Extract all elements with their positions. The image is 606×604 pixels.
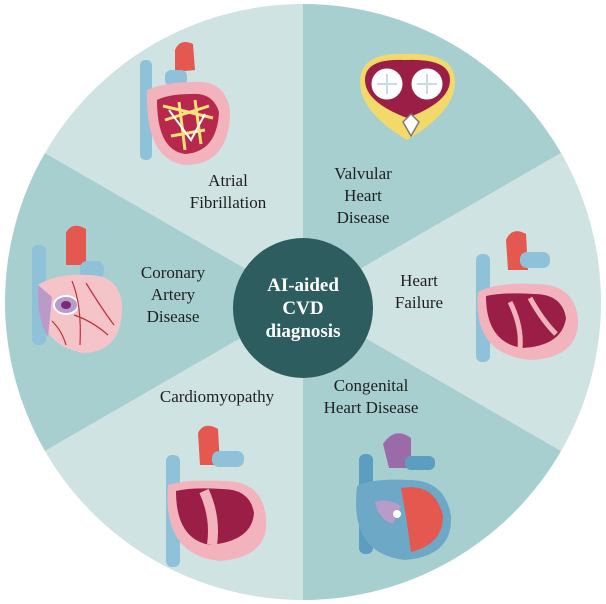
- heart-atrial-fibrillation-icon: [140, 42, 230, 165]
- label-heart-failure: Heart Failure: [394, 271, 444, 312]
- heart-cardiomyopathy-icon: [166, 425, 267, 567]
- label-cardiomyopathy: Cardiomyopathy: [159, 387, 275, 406]
- label-coronary-artery-disease: Coronary Artery Disease: [140, 263, 206, 326]
- center-title-line-2: CVD: [282, 297, 324, 319]
- heart-congenital-icon: [356, 433, 452, 560]
- heart-failure-icon: [476, 231, 579, 362]
- center-title: AI-aided CVD diagnosis: [233, 238, 373, 378]
- label-valvular-heart-disease: Valvular Heart Disease: [334, 164, 392, 227]
- center-hub: [233, 238, 373, 378]
- heart-valve-icon: [360, 53, 455, 140]
- label-congenital-heart-disease: Congenital Heart Disease: [323, 376, 419, 417]
- center-title-line-1: AI-aided: [267, 274, 339, 296]
- heart-coronary-icon: [32, 225, 123, 353]
- center-title-line-3: diagnosis: [265, 320, 341, 342]
- label-atrial-fibrillation: Atrial Fibrillation: [189, 171, 267, 212]
- sector-heart-failure: [303, 153, 602, 451]
